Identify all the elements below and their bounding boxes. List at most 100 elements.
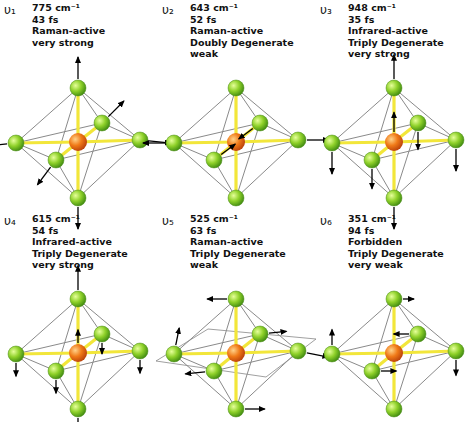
mode-property: 948 cm⁻¹ bbox=[348, 2, 396, 14]
displacement-arrow bbox=[269, 331, 287, 333]
bond bbox=[78, 140, 140, 142]
bond bbox=[174, 353, 236, 354]
mode-symbol: υ₅ bbox=[162, 214, 174, 228]
ligand-atom bbox=[410, 115, 426, 131]
central-atom bbox=[227, 344, 245, 362]
ligand-atom bbox=[324, 346, 340, 362]
ligand-atom bbox=[48, 152, 64, 168]
displacement-arrow bbox=[108, 101, 124, 117]
displacement-arrow bbox=[331, 330, 332, 345]
octahedron-edge bbox=[174, 299, 236, 354]
mode-property: 643 cm⁻¹ bbox=[190, 2, 238, 14]
ligand-atom bbox=[410, 326, 426, 342]
central-atom bbox=[69, 133, 87, 151]
mode-property: Raman-active bbox=[32, 25, 105, 37]
bond bbox=[332, 353, 394, 354]
octahedron-edge bbox=[332, 123, 418, 143]
mode-property: 94 fs bbox=[348, 225, 374, 237]
mode-property: Triply Degenerate bbox=[32, 248, 128, 260]
ligand-atom bbox=[70, 190, 86, 206]
octahedron-edge bbox=[174, 123, 260, 143]
mode-property: 63 fs bbox=[190, 225, 216, 237]
displacement-arrow bbox=[245, 408, 265, 409]
ligand-atom bbox=[70, 401, 86, 417]
mode-symbol: υ₂ bbox=[162, 3, 174, 17]
central-atom bbox=[385, 133, 403, 151]
octahedron-edge bbox=[332, 143, 394, 198]
ligand-atom bbox=[206, 363, 222, 379]
octahedron-edge bbox=[174, 334, 260, 354]
displacement-arrow bbox=[394, 333, 409, 334]
octahedron bbox=[143, 80, 329, 206]
displacement-arrow bbox=[239, 128, 253, 139]
ligand-atom bbox=[386, 401, 402, 417]
octahedron-edge bbox=[174, 143, 236, 198]
mode-symbol: υ₆ bbox=[320, 214, 332, 228]
mode-property: Raman-active bbox=[190, 236, 263, 248]
ligand-atom bbox=[448, 343, 464, 359]
mode-property: 35 fs bbox=[348, 14, 374, 26]
ligand-atom bbox=[132, 132, 148, 148]
central-atom bbox=[385, 344, 403, 362]
octahedron bbox=[156, 291, 328, 417]
mode-property: Triply Degenerate bbox=[348, 37, 444, 49]
ligand-atom bbox=[8, 346, 24, 362]
octahedron-edge bbox=[332, 334, 418, 354]
bond bbox=[394, 140, 456, 142]
ligand-atom bbox=[290, 343, 306, 359]
displacement-arrow bbox=[417, 132, 418, 150]
mode-property: very strong bbox=[32, 259, 94, 271]
mode-property: 54 fs bbox=[32, 225, 58, 237]
octahedron-edge bbox=[332, 88, 394, 143]
ligand-atom bbox=[324, 135, 340, 151]
displacement-arrow bbox=[77, 418, 78, 422]
bond bbox=[78, 351, 140, 353]
ligand-atom bbox=[94, 115, 110, 131]
octahedron-edge bbox=[174, 354, 236, 409]
displacement-arrow bbox=[77, 57, 78, 79]
ligand-atom bbox=[132, 343, 148, 359]
mode-symbol: υ₄ bbox=[4, 214, 16, 228]
ligand-atom bbox=[48, 363, 64, 379]
mode-property: very strong bbox=[348, 48, 410, 60]
bond bbox=[332, 142, 394, 143]
mode-property: 525 cm⁻¹ bbox=[190, 213, 238, 225]
octahedron-edge bbox=[174, 88, 236, 143]
displacement-arrow bbox=[143, 142, 165, 143]
displacement-arrow bbox=[55, 380, 56, 393]
displacement-arrow bbox=[455, 149, 456, 171]
displacement-arrow bbox=[207, 298, 227, 299]
octahedron-edge bbox=[332, 354, 394, 409]
displacement-arrow bbox=[331, 152, 332, 174]
octahedron-edge bbox=[394, 88, 456, 140]
ligand-atom bbox=[448, 132, 464, 148]
ligand-atom bbox=[8, 135, 24, 151]
bond bbox=[16, 353, 78, 354]
ligand-atom bbox=[386, 291, 402, 307]
octahedron-edge bbox=[16, 354, 78, 409]
ligand-atom bbox=[252, 326, 268, 342]
octahedron bbox=[324, 291, 464, 417]
mode-symbol: υ₁ bbox=[4, 3, 16, 17]
displacement-arrow bbox=[393, 112, 394, 132]
mode-property: 351 cm⁻¹ bbox=[348, 213, 396, 225]
displacement-arrow bbox=[221, 144, 235, 155]
mode-property: 52 fs bbox=[190, 14, 216, 26]
mode-property: 775 cm⁻¹ bbox=[32, 2, 80, 14]
displacement-arrow bbox=[371, 169, 372, 189]
mode-property: weak bbox=[190, 48, 218, 60]
bond bbox=[236, 351, 298, 353]
displacement-arrow bbox=[381, 370, 396, 371]
octahedron-edge bbox=[78, 88, 140, 140]
ligand-atom bbox=[94, 326, 110, 342]
ligand-atom bbox=[228, 401, 244, 417]
octahedron-edge bbox=[16, 123, 102, 143]
ligand-atom bbox=[70, 291, 86, 307]
displacement-arrow bbox=[101, 343, 102, 354]
ligand-atom bbox=[206, 152, 222, 168]
octahedron bbox=[8, 266, 148, 422]
octahedron-edge bbox=[236, 88, 298, 140]
displacement-arrow bbox=[0, 144, 7, 146]
ligand-atom bbox=[166, 346, 182, 362]
mode-property: Triply Degenerate bbox=[348, 248, 444, 260]
